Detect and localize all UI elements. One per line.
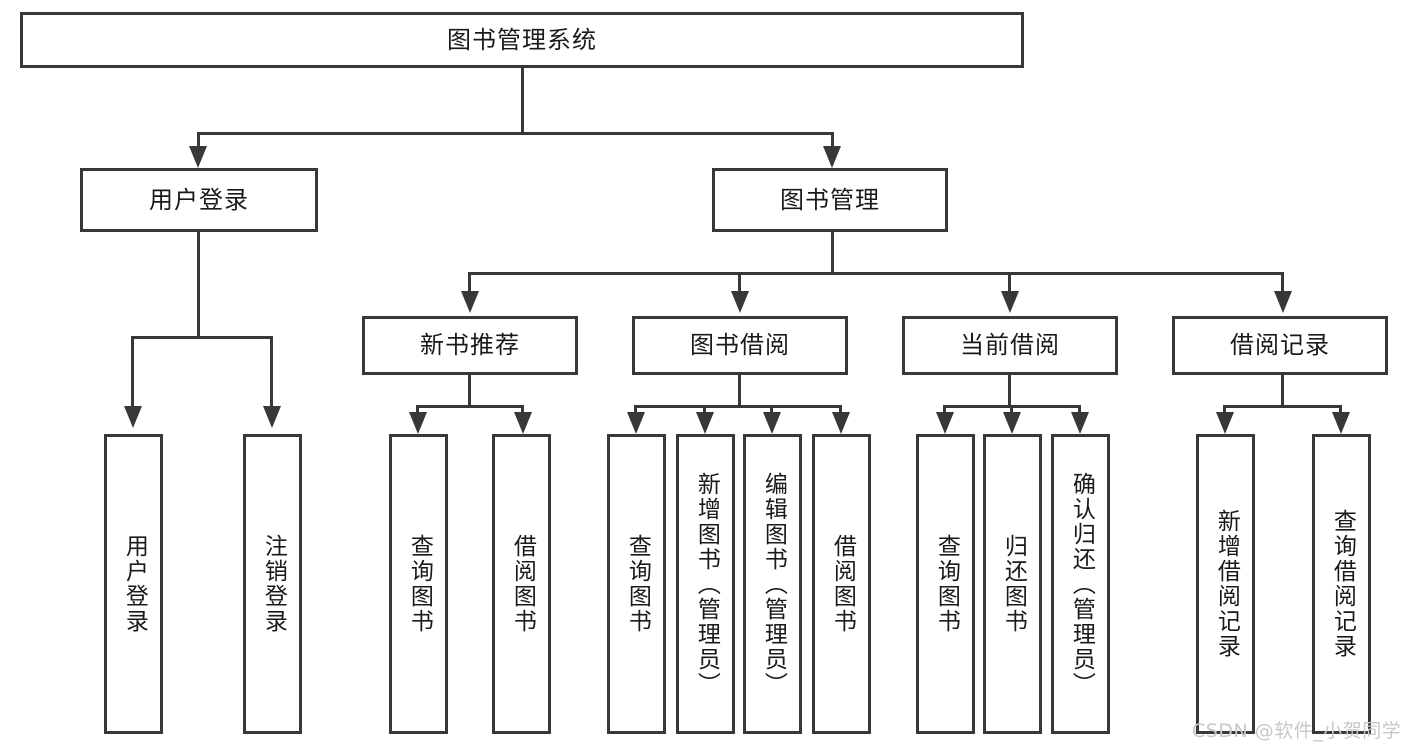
node-label: 借阅记录 xyxy=(1230,331,1330,360)
node-label: 查询图书 xyxy=(933,534,960,634)
arrowhead-leaf-return-book xyxy=(1003,412,1021,434)
node-label: 确认归还（管理员） xyxy=(1068,471,1095,697)
arrowhead-leaf-add-borrow-record xyxy=(1216,412,1234,434)
connector-current-borrow-drop xyxy=(1008,375,1011,405)
node-label: 新增借阅记录 xyxy=(1213,509,1240,659)
node-label: 查询图书 xyxy=(406,534,433,634)
connector-borrow-record-bus xyxy=(1223,405,1342,408)
leaf-query-borrow-record[interactable]: 查询借阅记录 xyxy=(1312,434,1371,734)
arrowhead-leaf-borrow-book-2 xyxy=(832,412,850,434)
arrowhead-leaf-add-book xyxy=(696,412,714,434)
node-user-login[interactable]: 用户登录 xyxy=(80,168,318,232)
connector-user-login-leaf-2 xyxy=(270,336,273,412)
node-label: 查询借阅记录 xyxy=(1329,509,1356,659)
connector-book-borrow-drop xyxy=(738,375,741,405)
node-label: 归还图书 xyxy=(1000,534,1027,634)
leaf-query-book-2[interactable]: 查询图书 xyxy=(607,434,666,734)
connector-bm-to-new-book xyxy=(468,272,471,298)
csdn-watermark: CSDN @软件_小贺同学 xyxy=(1192,720,1402,742)
leaf-borrow-book-1[interactable]: 借阅图书 xyxy=(492,434,551,734)
arrowhead-leaf-logout-login xyxy=(263,406,281,428)
node-label: 借阅图书 xyxy=(829,534,856,634)
node-label: 借阅图书 xyxy=(509,534,536,634)
arrowhead-leaf-edit-book xyxy=(763,412,781,434)
connector-root-bus xyxy=(197,132,834,135)
connector-user-login-drop xyxy=(197,232,200,336)
node-label: 图书管理 xyxy=(780,185,880,214)
arrowhead-leaf-query-borrow-record xyxy=(1332,412,1350,434)
arrowhead-current-borrow xyxy=(1001,291,1019,313)
node-label: 注销登录 xyxy=(260,534,287,634)
arrowhead-borrow-record xyxy=(1274,291,1292,313)
arrowhead-leaf-borrow-book-1 xyxy=(514,412,532,434)
connector-root-to-user-login xyxy=(197,132,200,154)
connector-new-book-drop xyxy=(468,375,471,405)
arrowhead-user-login xyxy=(189,146,207,168)
connector-book-management-drop xyxy=(831,232,834,272)
node-system-root[interactable]: 图书管理系统 xyxy=(20,12,1024,68)
connector-user-login-leaf-1 xyxy=(131,336,134,412)
arrowhead-leaf-user-login xyxy=(124,406,142,428)
node-label: 当前借阅 xyxy=(960,331,1060,360)
connector-bm-to-borrow-record xyxy=(1281,272,1284,298)
arrowhead-book-borrow xyxy=(731,291,749,313)
arrowhead-leaf-query-book-1 xyxy=(409,412,427,434)
connector-root-to-book-management xyxy=(831,132,834,154)
node-label: 用户登录 xyxy=(121,534,148,634)
node-borrow-record[interactable]: 借阅记录 xyxy=(1172,316,1388,375)
connector-bm-to-current-borrow xyxy=(1008,272,1011,298)
node-label: 查询图书 xyxy=(624,534,651,634)
connector-borrow-record-drop xyxy=(1281,375,1284,405)
node-label: 图书管理系统 xyxy=(447,25,597,54)
arrowhead-leaf-query-book-3 xyxy=(936,412,954,434)
arrowhead-leaf-query-book-2 xyxy=(627,412,645,434)
leaf-query-book-1[interactable]: 查询图书 xyxy=(389,434,448,734)
node-current-borrow[interactable]: 当前借阅 xyxy=(902,316,1118,375)
leaf-user-login[interactable]: 用户登录 xyxy=(104,434,163,734)
leaf-confirm-return[interactable]: 确认归还（管理员） xyxy=(1051,434,1110,734)
connector-book-management-bus xyxy=(468,272,1284,275)
node-new-book-recommend[interactable]: 新书推荐 xyxy=(362,316,578,375)
connector-book-borrow-bus xyxy=(634,405,842,408)
connector-user-login-bus xyxy=(131,336,273,339)
leaf-logout-login[interactable]: 注销登录 xyxy=(243,434,302,734)
leaf-add-book[interactable]: 新增图书（管理员） xyxy=(676,434,735,734)
arrowhead-new-book-recommend xyxy=(461,291,479,313)
node-book-borrow[interactable]: 图书借阅 xyxy=(632,316,848,375)
arrowhead-book-management xyxy=(823,146,841,168)
leaf-return-book[interactable]: 归还图书 xyxy=(983,434,1042,734)
node-label: 图书借阅 xyxy=(690,331,790,360)
node-label: 新书推荐 xyxy=(420,331,520,360)
leaf-add-borrow-record[interactable]: 新增借阅记录 xyxy=(1196,434,1255,734)
node-label: 新增图书（管理员） xyxy=(693,471,720,697)
connector-root-drop xyxy=(521,68,524,132)
leaf-query-book-3[interactable]: 查询图书 xyxy=(916,434,975,734)
connector-bm-to-book-borrow xyxy=(738,272,741,298)
node-book-management[interactable]: 图书管理 xyxy=(712,168,948,232)
node-label: 用户登录 xyxy=(149,185,249,214)
leaf-edit-book[interactable]: 编辑图书（管理员） xyxy=(743,434,802,734)
leaf-borrow-book-2[interactable]: 借阅图书 xyxy=(812,434,871,734)
node-label: 编辑图书（管理员） xyxy=(760,471,787,697)
connector-new-book-bus xyxy=(416,405,524,408)
arrowhead-leaf-confirm-return xyxy=(1071,412,1089,434)
